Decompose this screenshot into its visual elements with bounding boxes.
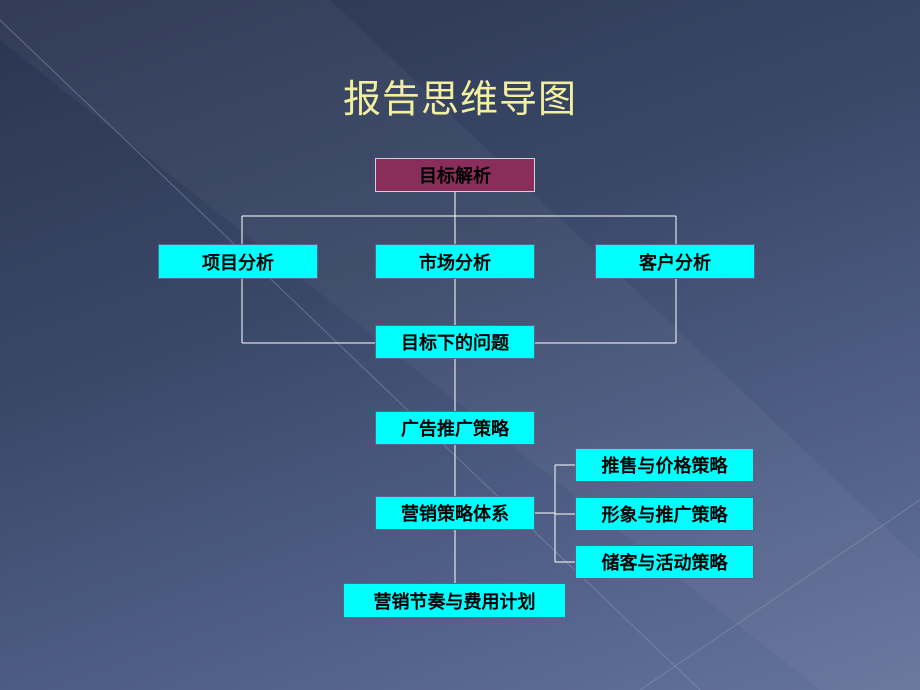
node-customer-analysis: 客户分析 (595, 244, 755, 279)
page-title: 报告思维导图 (342, 77, 577, 121)
node-customer-event-strategy: 储客与活动策略 (575, 545, 754, 579)
node-market-analysis: 市场分析 (375, 244, 535, 279)
node-goal-problems: 目标下的问题 (375, 325, 535, 359)
node-image-promotion-strategy: 形象与推广策略 (575, 497, 754, 531)
node-sales-price-strategy: 推售与价格策略 (575, 448, 754, 482)
node-project-analysis: 项目分析 (158, 244, 318, 279)
node-goal-analysis: 目标解析 (375, 158, 535, 192)
node-ad-promotion-strategy: 广告推广策略 (375, 411, 535, 445)
node-marketing-rhythm-budget: 营销节奏与费用计划 (343, 583, 566, 618)
node-marketing-strategy-system: 营销策略体系 (375, 496, 535, 530)
